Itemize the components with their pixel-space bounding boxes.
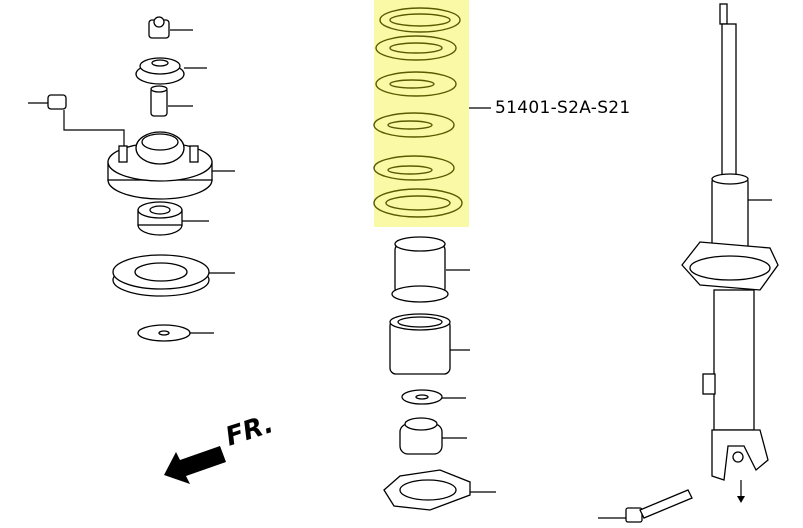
bolt[interactable] [625,489,693,523]
flange-nut[interactable] [47,94,67,110]
shock-absorber[interactable] [681,3,779,481]
spring-seat[interactable] [112,254,210,297]
bump-stop[interactable] [391,236,449,303]
washer[interactable] [137,324,191,342]
washer-bushing[interactable] [135,57,185,85]
front-direction-arrow [164,446,226,484]
upper-mount[interactable] [107,131,213,200]
lower-spring-seat[interactable] [383,469,471,511]
plate-washer[interactable] [401,389,443,405]
spring-part-number[interactable]: 51401-S2A-S21 [495,98,631,118]
mount-nut[interactable] [148,16,170,39]
collar[interactable] [150,85,168,117]
bearing[interactable] [137,201,183,236]
coil-spring[interactable] [373,7,463,218]
dust-cover[interactable] [389,313,451,375]
rebound-stop[interactable] [399,417,443,455]
